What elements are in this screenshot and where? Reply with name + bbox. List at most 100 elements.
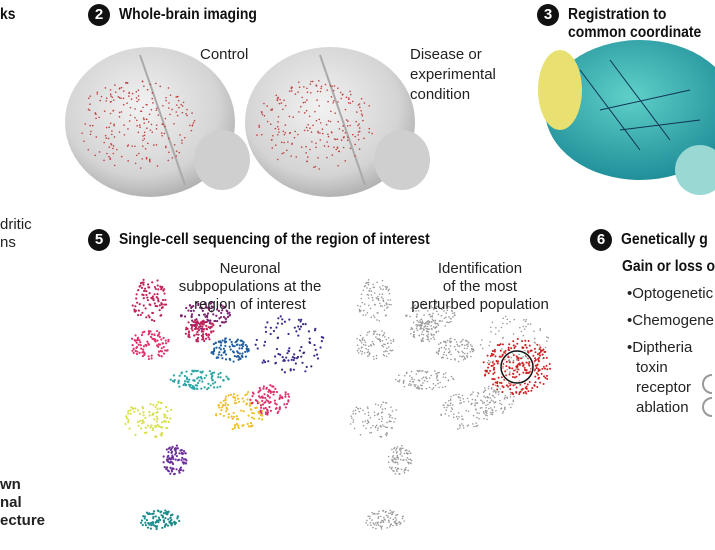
highlighted-point <box>512 384 515 387</box>
cluster-point <box>281 356 284 359</box>
gray-point <box>438 343 440 345</box>
signal-dot <box>294 93 297 95</box>
cluster-point <box>233 345 236 348</box>
signal-dot <box>142 106 144 109</box>
highlighted-point <box>504 370 507 373</box>
gray-point <box>447 351 450 354</box>
cluster-point <box>210 375 214 378</box>
cluster-point <box>220 409 223 412</box>
signal-dot <box>277 115 280 118</box>
gray-point <box>427 336 429 339</box>
gray-point <box>498 330 500 332</box>
highlighted-point <box>540 372 543 375</box>
gray-point <box>445 354 448 357</box>
gray-point <box>387 342 389 344</box>
cluster-point <box>164 509 167 512</box>
gray-point <box>489 361 491 363</box>
cluster-point <box>164 524 167 527</box>
signal-dot <box>351 100 354 103</box>
signal-dot <box>276 125 279 128</box>
gray-point <box>367 414 370 417</box>
cluster-point <box>223 339 226 343</box>
highlighted-point <box>512 344 515 347</box>
cluster-point <box>193 321 197 324</box>
highlighted-point <box>521 364 524 367</box>
gray-point <box>367 283 370 286</box>
signal-dot <box>280 102 283 104</box>
gray-point <box>442 340 445 343</box>
signal-dot <box>330 96 333 98</box>
gray-point <box>492 411 494 414</box>
cluster-point <box>206 312 210 315</box>
cluster-point <box>189 309 193 313</box>
gray-point <box>430 337 432 340</box>
gray-point <box>373 411 376 413</box>
gray-point <box>381 420 383 423</box>
cluster-point <box>203 386 206 389</box>
signal-dot <box>111 130 113 132</box>
cluster-point <box>247 414 250 417</box>
cluster-point <box>247 425 251 428</box>
gray-point <box>361 301 363 304</box>
cluster-point <box>155 329 159 333</box>
gray-point <box>392 339 395 341</box>
gray-point <box>392 510 395 513</box>
cluster-point <box>170 456 174 459</box>
signal-dot <box>120 155 123 158</box>
highlighted-point <box>504 349 507 352</box>
cluster-point <box>148 316 151 319</box>
gray-point <box>444 401 447 404</box>
cluster-point <box>313 343 316 347</box>
signal-dot <box>346 136 349 138</box>
signal-dot <box>112 147 114 150</box>
highlighted-point <box>534 375 537 378</box>
cluster-point <box>184 452 187 455</box>
signal-dot <box>105 137 108 139</box>
cluster-point <box>157 288 160 291</box>
cluster-point <box>301 361 304 364</box>
cluster-point <box>145 316 148 319</box>
cluster-point <box>170 451 173 454</box>
gray-point <box>489 397 492 399</box>
gray-point <box>374 513 376 515</box>
gray-point <box>438 386 440 389</box>
gray-point <box>395 468 398 471</box>
gray-point <box>411 376 413 379</box>
highlighted-point <box>517 357 520 360</box>
signal-dot <box>162 104 164 107</box>
gray-point <box>372 283 374 286</box>
cluster-point <box>152 338 155 341</box>
gray-point <box>408 382 411 385</box>
cluster-point <box>217 376 220 379</box>
gray-point <box>384 314 387 317</box>
gray-point <box>437 382 439 385</box>
cluster-point <box>259 404 263 407</box>
gray-point <box>379 515 382 518</box>
signal-dot <box>131 145 133 147</box>
gray-point <box>382 345 385 348</box>
gray-point <box>449 341 451 344</box>
signal-dot <box>346 139 349 142</box>
cluster-point <box>190 313 194 316</box>
gray-point <box>438 350 440 353</box>
cluster-point <box>157 401 160 404</box>
signal-dot <box>138 124 141 126</box>
highlighted-point <box>489 369 492 372</box>
cluster-point <box>169 417 172 420</box>
gray-point <box>515 359 518 361</box>
gray-point <box>355 406 358 409</box>
gray-point <box>459 355 461 357</box>
gray-point <box>439 341 442 344</box>
gray-point <box>381 339 384 342</box>
gray-point <box>370 426 372 429</box>
gray-point <box>503 407 506 409</box>
cluster-point <box>175 454 179 458</box>
gray-point <box>471 402 473 405</box>
signal-dot <box>286 149 288 152</box>
cluster-point <box>127 418 130 422</box>
gray-point <box>462 358 465 361</box>
gray-point <box>388 292 391 295</box>
highlighted-point <box>492 368 495 371</box>
signal-dot <box>347 101 350 104</box>
cluster-point <box>148 286 151 289</box>
